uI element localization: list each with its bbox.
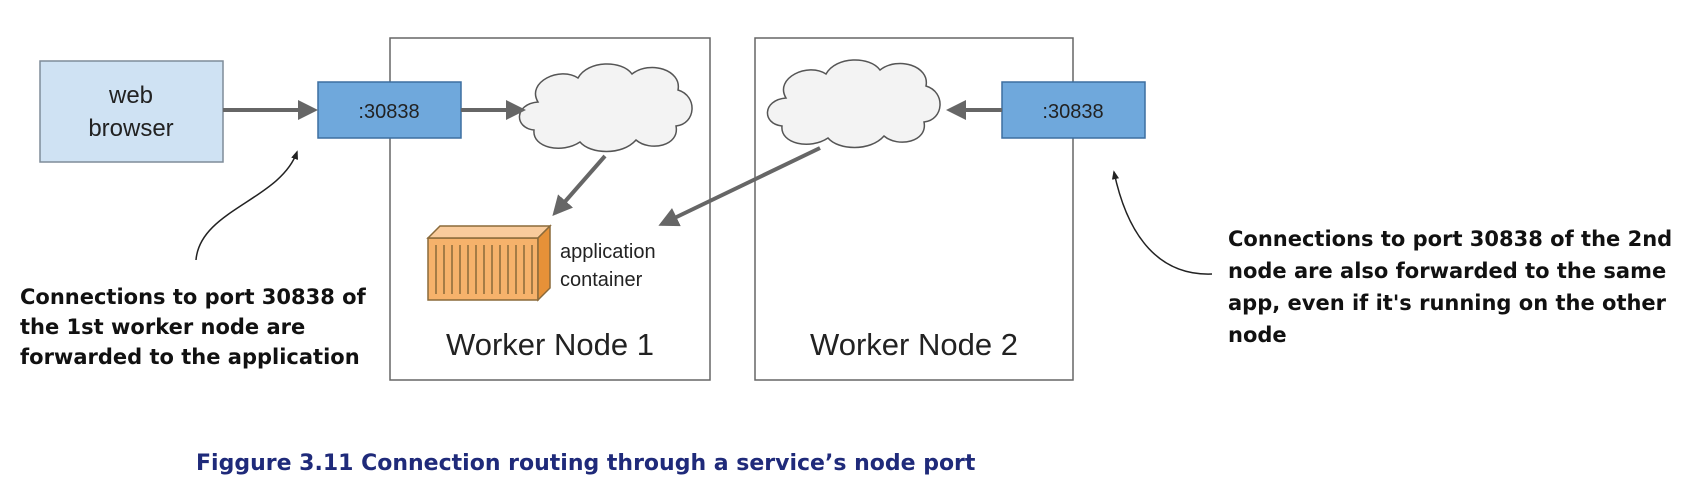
node-port-2-label: :30838 <box>1042 101 1103 123</box>
web-browser-label-line1: web <box>108 82 153 109</box>
worker-node-1-title: Worker Node 1 <box>446 327 654 362</box>
figure-caption: Figgure 3.11 Connection routing through … <box>196 451 976 476</box>
web-browser-label-line2: browser <box>88 115 173 142</box>
node-port-1-label: :30838 <box>358 101 419 123</box>
cloud-icon <box>518 63 693 153</box>
web-browser-box <box>39 60 224 163</box>
right-annotation-line: node are also forwarded to the same <box>1228 259 1666 283</box>
left-annotation-line: the 1st worker node are <box>20 315 305 339</box>
container-icon <box>426 224 552 302</box>
node-port-1: :30838 <box>317 81 462 139</box>
right-annotation-line: Connections to port 30838 of the 2nd <box>1228 227 1672 251</box>
web-browser: web browser <box>39 60 224 163</box>
worker-node-2-title: Worker Node 2 <box>810 327 1018 362</box>
right-callout-pointer <box>1111 170 1213 275</box>
arrow-icon <box>552 154 607 217</box>
right-annotation-line: node <box>1228 323 1287 347</box>
left-annotation: Connections to port 30838 of the 1st wor… <box>20 285 367 369</box>
right-annotation-line: app, even if it's running on the other <box>1228 291 1667 315</box>
left-callout-pointer <box>195 150 298 261</box>
node-port-2-box <box>1001 81 1146 139</box>
cloud-icon <box>766 59 941 149</box>
right-annotation: Connections to port 30838 of the 2nd nod… <box>1228 227 1672 347</box>
left-annotation-line: forwarded to the application <box>20 345 360 369</box>
arrow-icon <box>658 146 821 227</box>
container-label-line2: container <box>560 269 643 291</box>
left-annotation-line: Connections to port 30838 of <box>20 285 367 309</box>
node-port-2: :30838 <box>1001 81 1146 139</box>
container-label-line1: application <box>560 241 656 263</box>
